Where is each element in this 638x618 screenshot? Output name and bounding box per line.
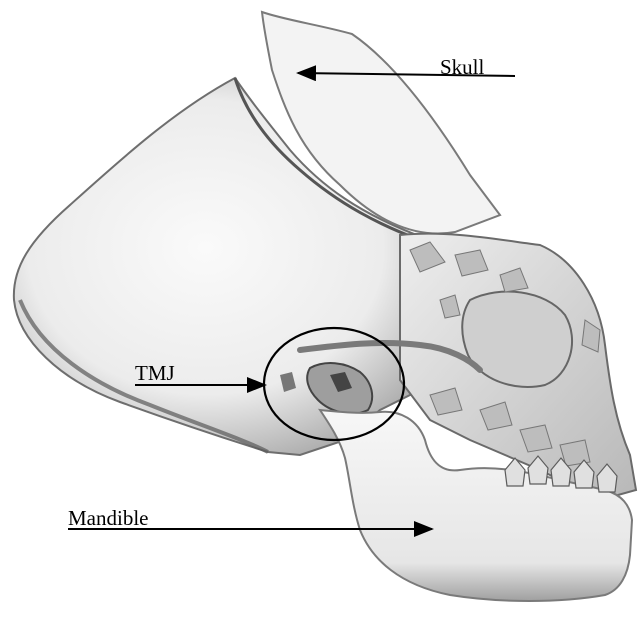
- skull-render: [14, 12, 636, 500]
- tmj-label: TMJ: [135, 361, 175, 385]
- mandible-label: Mandible: [68, 506, 148, 530]
